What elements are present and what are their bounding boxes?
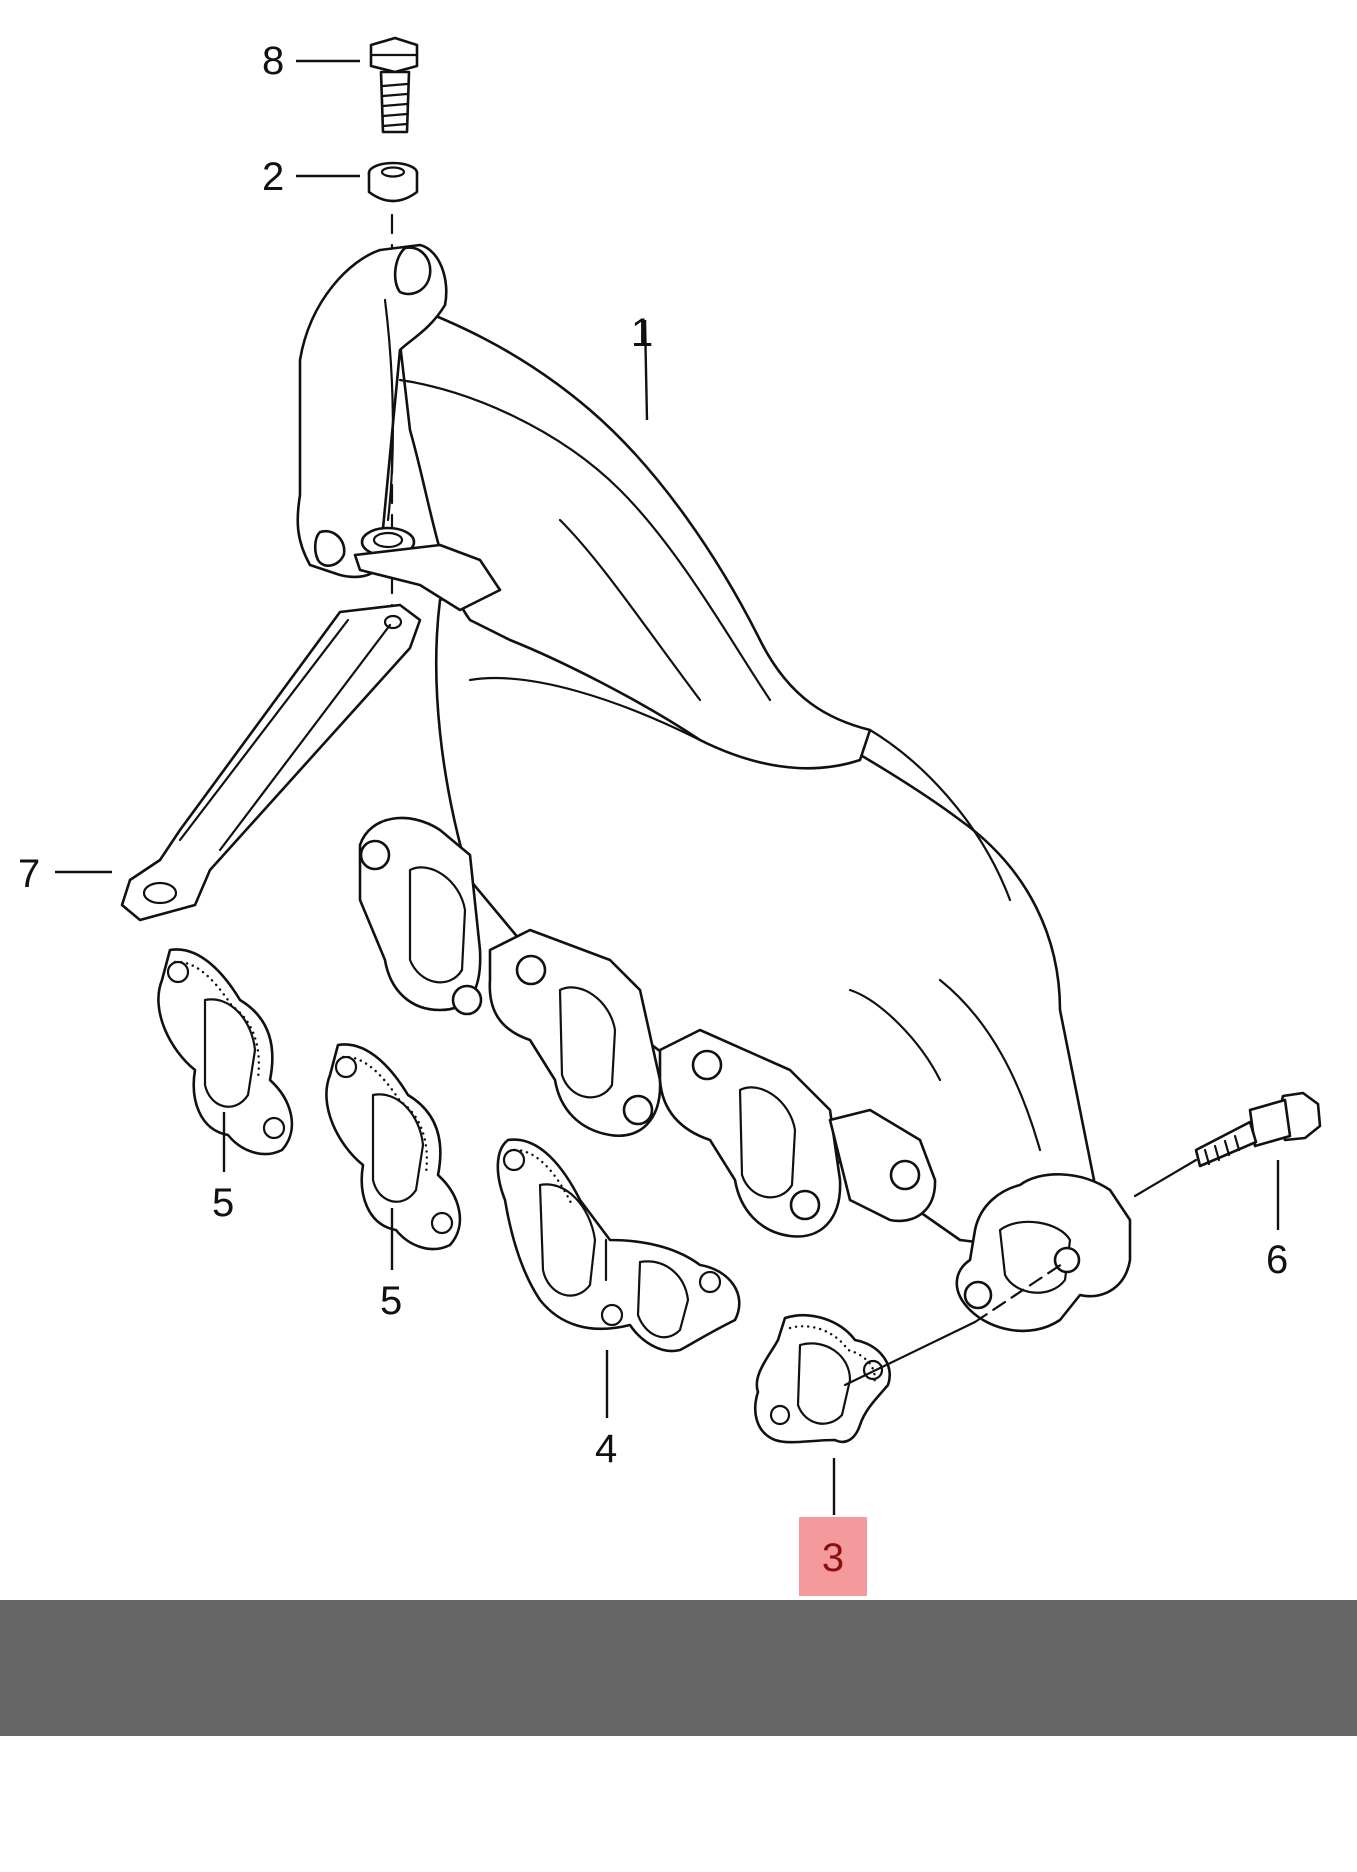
callout-7: 7	[18, 852, 40, 896]
exhaust-manifold-diagram: 8 2	[18, 36, 1322, 1515]
stud-part-6	[1133, 1091, 1322, 1198]
callout-4: 4	[595, 1427, 617, 1471]
callout-5b: 5	[380, 1279, 402, 1323]
footer-text: VAG - 070129717E N - 3	[388, 1776, 997, 1832]
manifold-part-1	[296, 243, 1132, 1333]
callout-3: 3	[821, 1536, 845, 1580]
callout-8: 8	[262, 39, 284, 83]
callout-1-leader	[643, 319, 649, 421]
gasket-part-5-a	[157, 948, 294, 1156]
gasket-part-3	[754, 1260, 1067, 1444]
callout-1: 1	[631, 311, 653, 355]
bracket-part-7	[120, 603, 422, 922]
gasket-part-4	[496, 1138, 741, 1353]
gasket-part-5-b	[325, 1043, 462, 1251]
callout-6: 6	[1266, 1238, 1288, 1282]
sleeve-part-2	[367, 161, 419, 203]
highlighted-callout-3[interactable]: 3	[799, 1517, 867, 1596]
bolt-part-8	[369, 36, 419, 134]
callout-2: 2	[262, 155, 284, 199]
part-number-footer: VAG - 070129717E N - 3	[0, 1600, 1357, 1832]
callout-5a: 5	[212, 1181, 234, 1225]
